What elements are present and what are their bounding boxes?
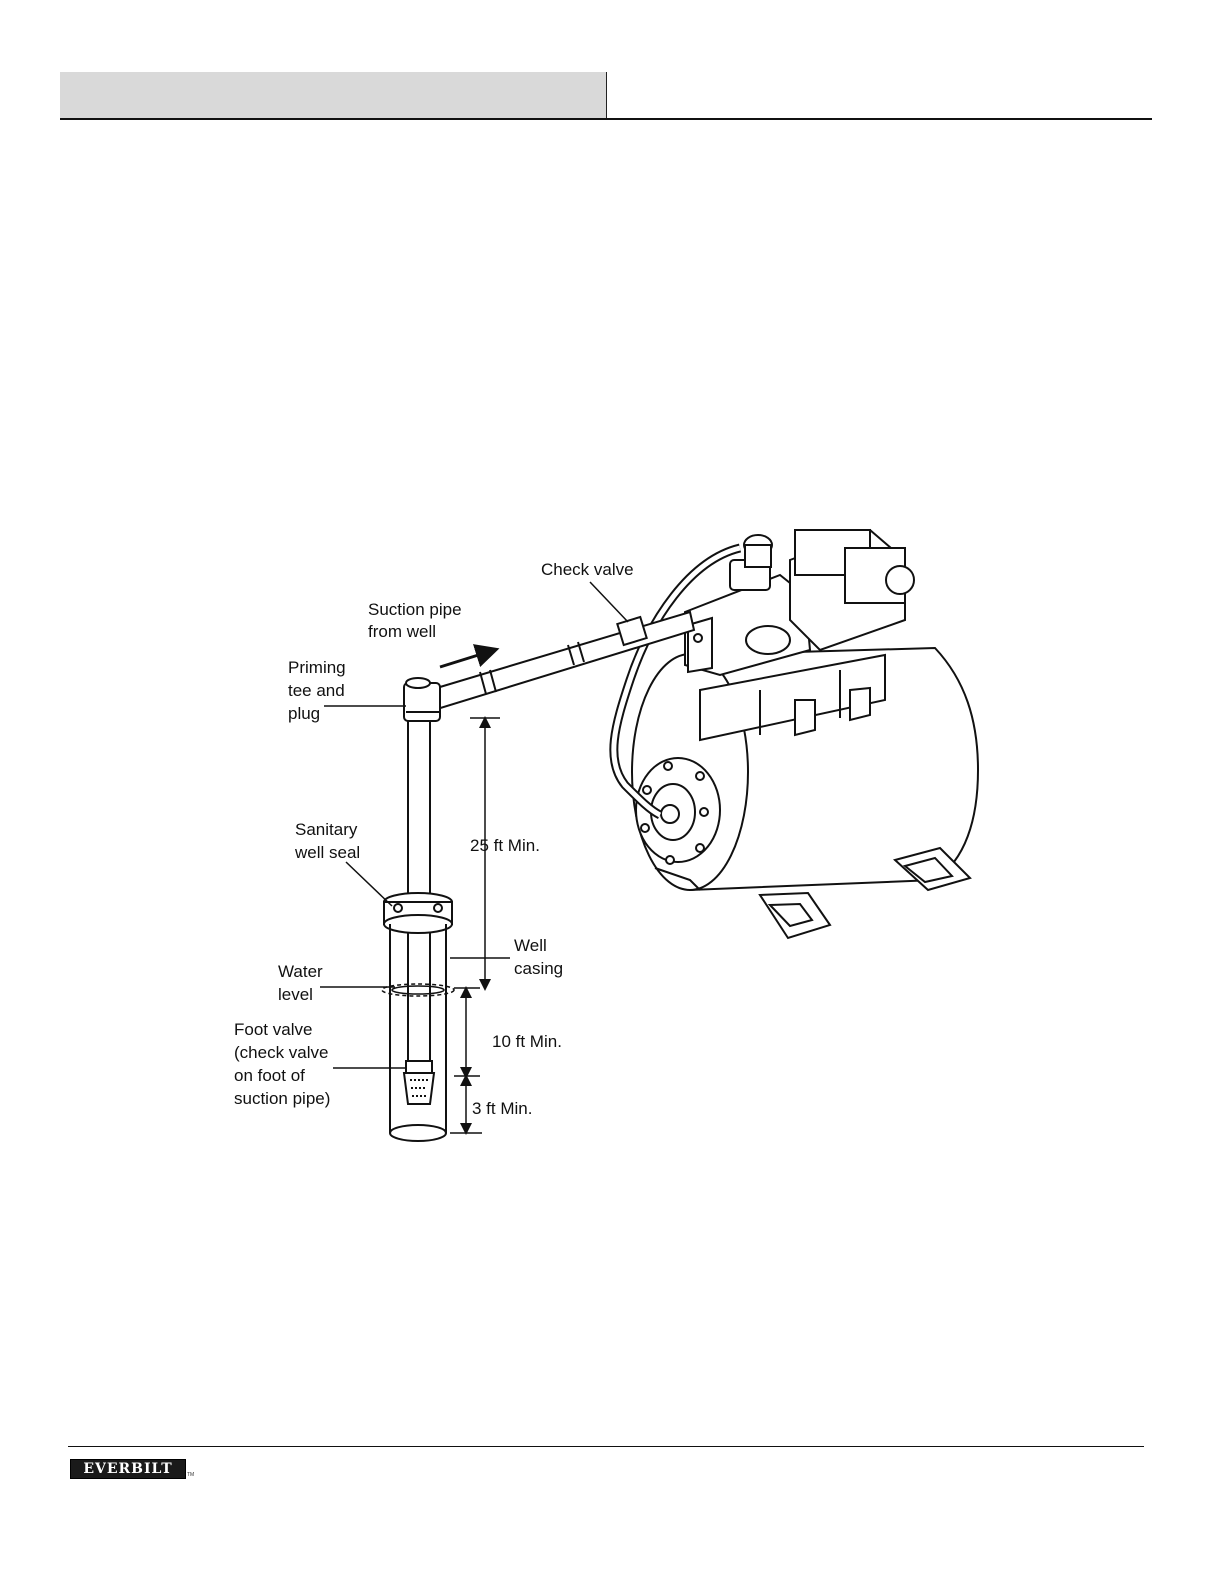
label-suction-pipe-line1: Suction pipe bbox=[368, 600, 462, 619]
dimension-lines bbox=[450, 718, 500, 1133]
label-foot-line2: (check valve bbox=[234, 1043, 328, 1062]
label-well-line1: Well bbox=[514, 936, 547, 955]
trademark-mark: TM bbox=[187, 1472, 194, 1478]
label-foot-line3: on foot of bbox=[234, 1066, 305, 1085]
logo-text: EVERBILT bbox=[83, 1462, 172, 1476]
footer-rule bbox=[68, 1446, 1144, 1447]
label-priming-line3: plug bbox=[288, 704, 320, 723]
label-well-line2: casing bbox=[514, 959, 563, 978]
label-suction-pipe-line2: from well bbox=[368, 622, 436, 641]
label-dim-25: 25 ft Min. bbox=[470, 836, 540, 855]
label-check-valve: Check valve bbox=[541, 560, 634, 579]
label-water-line2: level bbox=[278, 985, 313, 1004]
foot-valve bbox=[404, 1061, 434, 1104]
flow-arrow bbox=[440, 652, 488, 667]
label-priming-line2: tee and bbox=[288, 681, 345, 700]
label-water-line1: Water bbox=[278, 962, 323, 981]
label-sanitary-line1: Sanitary bbox=[295, 820, 358, 839]
label-dim-10: 10 ft Min. bbox=[492, 1032, 562, 1051]
label-priming-line1: Priming bbox=[288, 658, 346, 677]
drop-pipe bbox=[408, 721, 430, 1061]
label-sanitary-line2: well seal bbox=[294, 843, 360, 862]
label-foot-line1: Foot valve bbox=[234, 1020, 312, 1039]
everbilt-logo: EVERBILT bbox=[70, 1459, 186, 1479]
priming-tee bbox=[404, 678, 440, 721]
label-foot-line4: suction pipe) bbox=[234, 1089, 330, 1108]
sanitary-well-seal bbox=[384, 893, 452, 933]
label-dim-3: 3 ft Min. bbox=[472, 1099, 532, 1118]
